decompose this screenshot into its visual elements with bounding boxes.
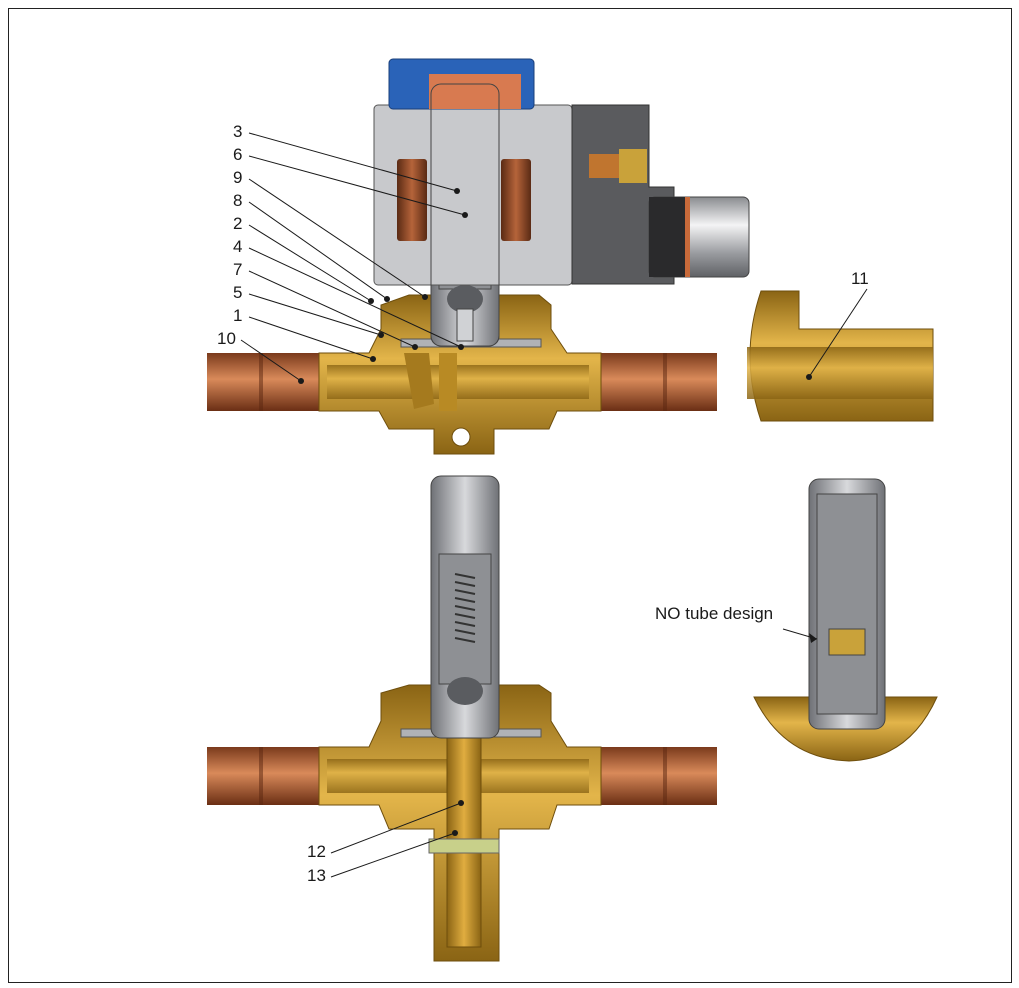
callout-9: 9 — [233, 168, 242, 187]
callout-10: 10 — [217, 329, 236, 348]
callout-6: 6 — [233, 145, 242, 164]
callout-3: 3 — [233, 122, 242, 141]
callout-5: 5 — [233, 283, 242, 302]
bottom-outlet-pipe — [587, 747, 717, 805]
no-tube-design-annotation: NO tube design — [655, 604, 773, 623]
inlet-copper-pipe — [207, 353, 335, 411]
leader-lines — [240, 132, 868, 878]
outlet-copper-pipe — [587, 353, 717, 411]
callout-1: 1 — [233, 306, 242, 325]
callout-11: 11 — [851, 269, 869, 288]
callout-8: 8 — [233, 191, 242, 210]
valve-plate — [447, 285, 483, 313]
callout-7: 7 — [233, 260, 242, 279]
callout-4: 4 — [233, 237, 242, 256]
top-valve-assembly — [207, 58, 750, 455]
callout-13: 13 — [307, 866, 326, 885]
bottom-inlet-pipe — [207, 747, 335, 805]
callout-labels: 3 6 9 8 2 4 7 5 1 10 11 12 13 NO tube de… — [217, 122, 869, 885]
callout-2: 2 — [233, 214, 242, 233]
coil-winding-right — [501, 159, 531, 241]
bottom-valve-assembly — [207, 475, 717, 962]
no-tube-detail-view — [753, 478, 938, 762]
solenoid-valve-cross-section-diagram: 3 6 9 8 2 4 7 5 1 10 11 12 13 NO tube de… — [207, 58, 938, 962]
coil-winding-left — [397, 159, 427, 241]
diagram-frame: 3 6 9 8 2 4 7 5 1 10 11 12 13 NO tube de… — [8, 8, 1012, 983]
pipe-detail-view — [747, 290, 934, 422]
mounting-hole — [451, 427, 471, 447]
callout-12: 12 — [307, 842, 326, 861]
